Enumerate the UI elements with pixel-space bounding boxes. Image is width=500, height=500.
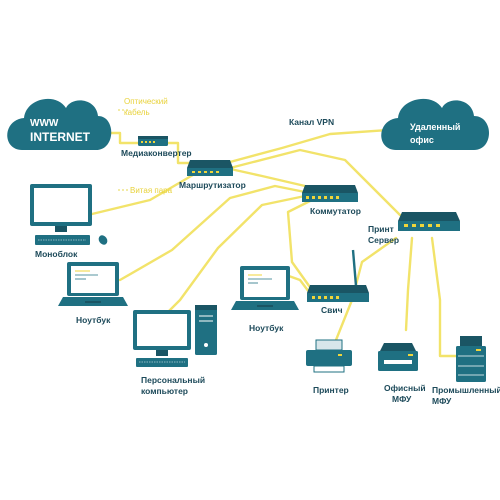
- label-router: Маршрутизатор: [179, 180, 246, 190]
- router-icon: [187, 160, 233, 176]
- industrial-mfu-icon: [456, 336, 486, 382]
- notebook-center-icon: [231, 266, 299, 310]
- label-pc-1: Персональный: [141, 375, 205, 385]
- label-office-mfu-1: Офисный: [384, 383, 426, 393]
- annotation-vpn: Канал VPN: [289, 117, 334, 127]
- internet-line1: WWW: [30, 118, 59, 129]
- wire-vpn: [228, 128, 390, 164]
- label-print-server-2: Сервер: [368, 235, 399, 245]
- monoblock-icon: [30, 184, 92, 245]
- wire-commutator-notebook: [118, 184, 307, 282]
- wire-mediaconverter-router: [166, 141, 192, 165]
- switch-icon: [307, 249, 369, 302]
- wire-router-monoblock: [90, 170, 200, 216]
- office-mfu-icon: [378, 343, 418, 371]
- internet-line2: INTERNET: [30, 130, 91, 144]
- label-notebook-left: Ноутбук: [76, 315, 111, 325]
- wire-printserver-officemfu: [404, 236, 414, 332]
- pc-icon: [133, 305, 217, 367]
- print-server-icon: [398, 212, 460, 231]
- label-commutator: Коммутатор: [310, 206, 361, 216]
- label-printer: Принтер: [313, 385, 349, 395]
- wire-router-commutator: [224, 166, 307, 188]
- wire-printserver-industrialmfu: [430, 236, 458, 358]
- annotation-optical-cable-2: кабель: [124, 108, 150, 117]
- annotation-optical-cable-1: Оптический: [124, 97, 168, 106]
- wire-commutator-switch: [286, 198, 314, 292]
- label-industrial-mfu-2: МФУ: [432, 396, 452, 406]
- printer-icon: [306, 339, 352, 373]
- cloud-remote-office-icon: Удаленный офис: [381, 98, 489, 150]
- remote-office-line1: Удаленный: [410, 122, 460, 132]
- mouse-icon: [98, 235, 108, 245]
- media-converter-icon: [138, 136, 168, 146]
- label-switch: Свич: [321, 305, 343, 315]
- label-industrial-mfu-1: Промышленный: [432, 385, 500, 395]
- label-notebook-center: Ноутбук: [249, 323, 284, 333]
- label-pc-2: компьютер: [141, 386, 188, 396]
- wire-commutator-pc: [160, 194, 307, 320]
- label-media-converter: Медиаконвертер: [121, 148, 192, 158]
- annotation-twisted-pair: Витая пара: [130, 186, 173, 195]
- wire-router-printserver: [228, 148, 402, 217]
- wire-printserver-printer: [334, 236, 398, 342]
- cloud-internet-icon: WWW INTERNET: [7, 98, 112, 150]
- label-office-mfu-2: МФУ: [392, 394, 412, 404]
- notebook-left-icon: [58, 262, 128, 306]
- label-print-server-1: Принт: [368, 224, 394, 234]
- commutator-icon: [302, 185, 358, 202]
- label-monoblock: Моноблок: [35, 249, 78, 259]
- remote-office-line2: офис: [410, 135, 434, 145]
- connection-lines: [90, 109, 458, 358]
